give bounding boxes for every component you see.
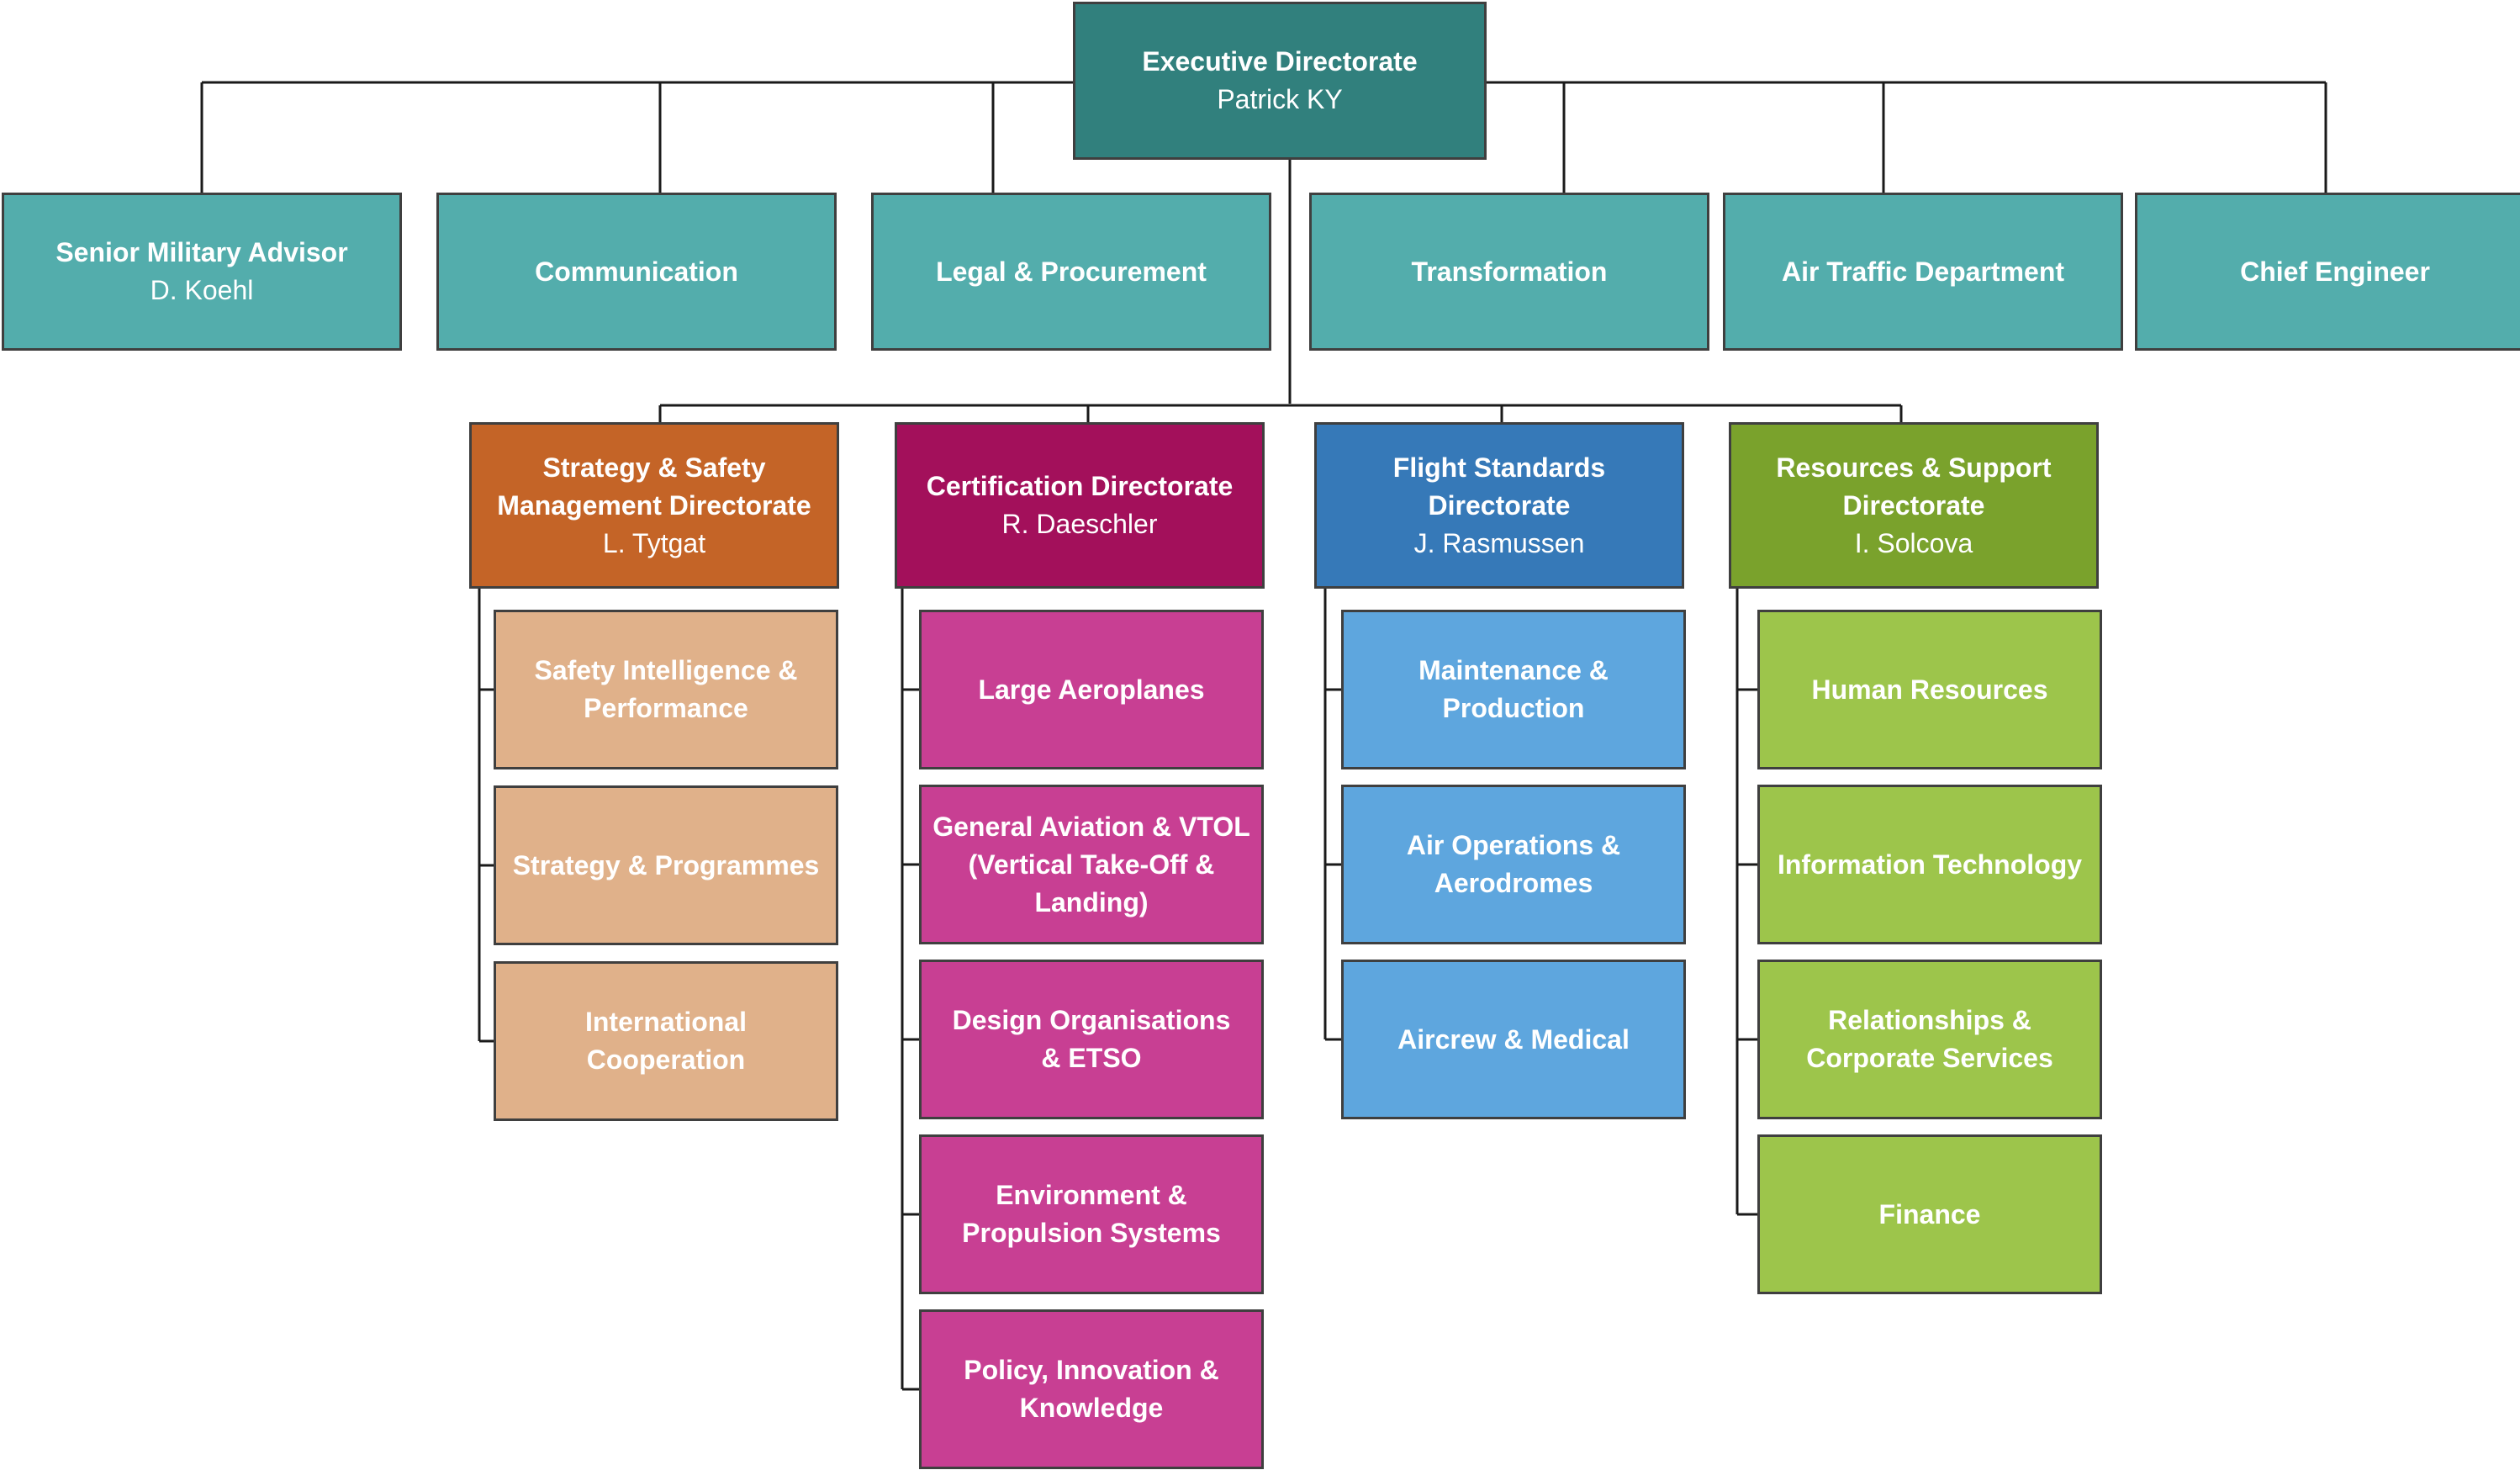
advisory-transformation-box[interactable]: Transformation [1309,193,1709,351]
unit-information-technology-box[interactable]: Information Technology [1757,785,2102,944]
unit-safety-intelligence-performance-box[interactable]: Safety Intelligence & Performance [494,610,838,769]
unit-environment-propulsion-systems-box[interactable]: Environment & Propulsion Systems [919,1134,1264,1294]
advisory-senior-military-advisor-box[interactable]: Senior Military Advisor D. Koehl [2,193,402,351]
unit-aircrew-medical-box[interactable]: Aircrew & Medical [1341,960,1686,1119]
unit-air-operations-aerodromes-box[interactable]: Air Operations & Aerodromes [1341,785,1686,944]
unit-design-organisations-etso-box[interactable]: Design Organisations & ETSO [919,960,1264,1119]
box-title: Strategy & Safety Management Directorate [497,452,811,521]
box-title: Aircrew & Medical [1397,1023,1630,1055]
box-person: I. Solcova [1854,527,1973,558]
box-title: Air Traffic Department [1781,256,2065,287]
box-title: Relationships & Corporate Services [1806,1005,2053,1073]
box-person: Patrick KY [1217,84,1343,114]
advisory-legal-procurement-box[interactable]: Legal & Procurement [871,193,1271,351]
unit-international-cooperation-box[interactable]: International Cooperation [494,961,838,1121]
box-title: Maintenance & Production [1418,655,1609,723]
box-title: Chief Engineer [2240,256,2430,287]
box-title: Executive Directorate [1142,46,1418,77]
box-title: Certification Directorate [926,471,1234,501]
box-title: Resources & Support Directorate [1776,452,2052,521]
advisory-air-traffic-department-box[interactable]: Air Traffic Department [1723,193,2123,351]
box-title: Senior Military Advisor [55,237,348,267]
box-title: Human Resources [1811,674,2048,705]
box-title: Flight Standards Directorate [1392,452,1606,521]
directorate-flight-standards-directorate-box[interactable]: Flight Standards Directorate J. Rasmussen [1314,422,1684,589]
box-title: Environment & Propulsion Systems [962,1180,1221,1248]
box-title: Transformation [1411,256,1608,287]
directorate-resources-support-directorate-box[interactable]: Resources & Support Directorate I. Solcov… [1729,422,2099,589]
box-title: Finance [1878,1198,1981,1229]
unit-general-aviation-vtol-vertical-take-off-landing-box[interactable]: General Aviation & VTOL (Vertical Take-O… [919,785,1264,944]
advisory-chief-engineer-box[interactable]: Chief Engineer [2135,193,2520,351]
unit-strategy-programmes-box[interactable]: Strategy & Programmes [494,785,838,945]
directorate-certification-directorate-box[interactable]: Certification Directorate R. Daeschler [895,422,1265,589]
unit-policy-innovation-knowledge-box[interactable]: Policy, Innovation & Knowledge [919,1309,1264,1469]
box-title: Policy, Innovation & Knowledge [964,1355,1219,1423]
advisory-communication-box[interactable]: Communication [436,193,837,351]
box-title: Communication [535,256,738,287]
unit-finance-box[interactable]: Finance [1757,1134,2102,1294]
box-title: Air Operations & Aerodromes [1406,830,1621,898]
unit-human-resources-box[interactable]: Human Resources [1757,610,2102,769]
box-title: General Aviation & VTOL (Vertical Take-O… [932,811,1250,917]
box-title: International Cooperation [584,1007,747,1075]
box-person: R. Daeschler [1001,509,1158,539]
box-person: J. Rasmussen [1413,527,1585,558]
unit-relationships-corporate-services-box[interactable]: Relationships & Corporate Services [1757,960,2102,1119]
box-title: Strategy & Programmes [512,849,820,880]
box-title: Information Technology [1777,849,2083,880]
box-title: Safety Intelligence & Performance [534,655,798,723]
directorate-strategy-safety-management-directorate-box[interactable]: Strategy & Safety Management Directorate… [469,422,839,589]
box-person: D. Koehl [150,275,254,305]
unit-large-aeroplanes-box[interactable]: Large Aeroplanes [919,610,1264,769]
box-title: Design Organisations & ETSO [952,1005,1231,1073]
box-title: Large Aeroplanes [978,674,1205,705]
box-title: Legal & Procurement [936,256,1207,287]
unit-maintenance-production-box[interactable]: Maintenance & Production [1341,610,1686,769]
box-person: L. Tytgat [602,527,706,558]
